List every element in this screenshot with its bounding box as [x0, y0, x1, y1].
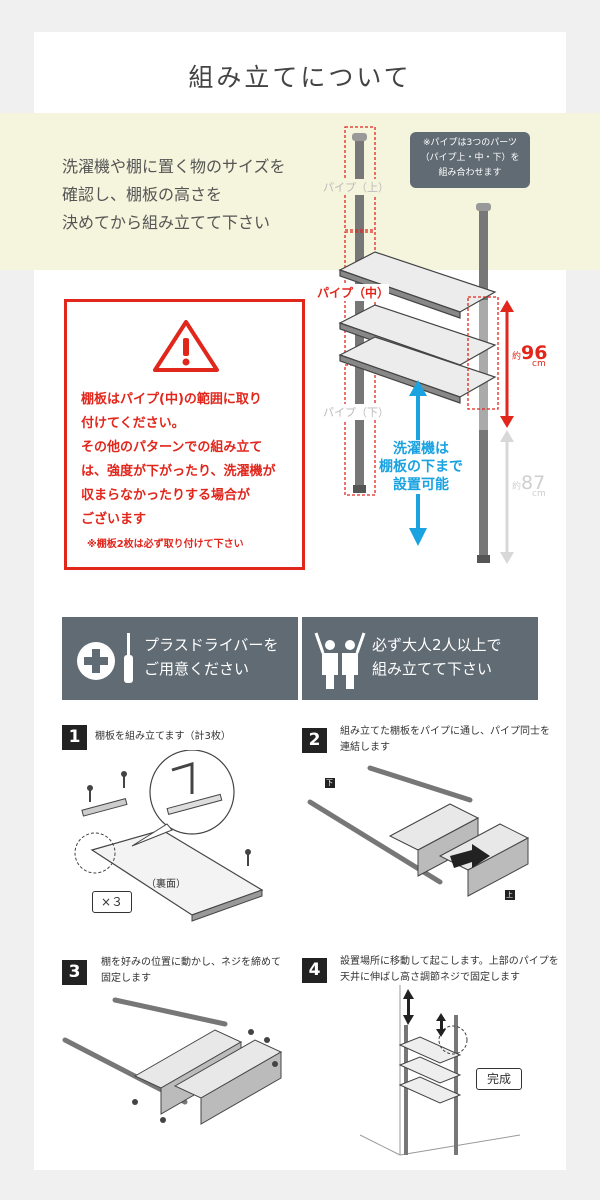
height-87-label: 約87 cm	[512, 472, 546, 499]
tool-box-two-people: 必ず大人2人以上で 組み立てて下さい	[302, 617, 538, 700]
pipe-middle-label: パイプ（中）	[317, 284, 390, 301]
pipe-note-line: ※パイプは3つのパーツ	[422, 138, 518, 148]
tool-text-two-people: 必ず大人2人以上で 組み立てて下さい	[372, 633, 502, 681]
step-4-done-box: 完成	[476, 1068, 522, 1090]
step-3-illustration	[62, 997, 283, 1125]
intro-line: 確認し、棚板の高さを	[62, 185, 223, 204]
step-3-text: 棚を好みの位置に動かし、ネジを締めて 固定します	[101, 955, 281, 987]
tool-line: 必ず大人2人以上で	[372, 636, 502, 654]
step-4-line: 天井に伸ばし高さ調節ネジで固定します	[340, 972, 520, 983]
pipe-note-badge: ※パイプは3つのパーツ （パイプ上・中・下）を 組み合わせます	[410, 132, 530, 188]
step-4-line: 設置場所に移動して起こします。上部のパイプを	[340, 956, 559, 967]
pipe-upper-outline	[344, 126, 376, 231]
height-96-arrow	[500, 300, 514, 428]
washer-text: 洗濯機は 棚板の下まで 設置可能	[376, 440, 466, 494]
step-2-text: 組み立てた棚板をパイプに通し、パイプ同士を 連結します	[340, 724, 550, 756]
step-4-illustration	[360, 985, 521, 1156]
right-pipe-outline	[467, 296, 499, 410]
step-1-count-box: ×３	[92, 891, 132, 913]
washer-line: 設置可能	[393, 477, 449, 493]
rack-diagram	[338, 126, 514, 564]
shelves	[338, 251, 497, 404]
step-2-line: 組み立てた棚板をパイプに通し、パイプ同士を	[340, 726, 550, 737]
warning-line: その他のパターンでの組み立て	[81, 440, 263, 455]
warning-box: 棚板はパイプ(中)の範囲に取り 付けてください。 その他のパターンでの組み立て …	[64, 299, 305, 570]
height-87-unit: cm	[532, 489, 546, 499]
washer-line: 棚板の下まで	[379, 459, 463, 475]
warning-line: 付けてください。	[81, 416, 185, 431]
two-people-icon	[314, 632, 366, 689]
step-1-number: 1	[62, 725, 87, 750]
tool-box-screwdriver: プラスドライバーを ご用意ください	[62, 617, 298, 700]
step-3-line: 棚を好みの位置に動かし、ネジを締めて	[101, 957, 281, 968]
warning-line: 棚板はパイプ(中)の範囲に取り	[81, 392, 262, 407]
height-96-unit: cm	[532, 359, 546, 369]
step-3-number: 3	[62, 960, 87, 985]
warning-text: 棚板はパイプ(中)の範囲に取り 付けてください。 その他のパターンでの組み立て …	[81, 388, 301, 532]
screwdriver-icon	[77, 633, 133, 683]
step-1-illustration	[74, 750, 264, 922]
tool-text-screwdriver: プラスドライバーを ご用意ください	[144, 633, 278, 681]
pipe-lower-label: パイプ（下）	[323, 404, 389, 420]
step-1-text: 棚板を組み立てます（計3枚）	[95, 731, 231, 742]
step-2-number: 2	[302, 728, 327, 753]
step-1-back-label: （裏面）	[146, 879, 186, 890]
warning-line: は、強度が下がったり、洗濯機が	[81, 464, 276, 479]
warning-icon	[153, 320, 219, 372]
warning-note: ※棚板2枚は必ず取り付けて下さい	[87, 539, 244, 550]
height-96-label: 約96 cm	[512, 342, 547, 369]
pipe-note-line: （パイプ上・中・下）を	[420, 153, 520, 163]
warning-line: 収まらなかったりする場合が	[81, 488, 251, 503]
tool-line: 組み立てて下さい	[372, 660, 493, 678]
intro-line: 決めてから組み立てて下さい	[62, 213, 271, 232]
step-4-number: 4	[302, 958, 327, 983]
intro-line: 洗濯機や棚に置く物のサイズを	[62, 157, 286, 176]
pipe-note-line: 組み合わせます	[438, 168, 502, 178]
step-2-top-label: 上	[506, 891, 513, 899]
height-87-value: 87	[521, 472, 546, 494]
step-2-illustration	[307, 765, 530, 900]
intro-text: 洗濯機や棚に置く物のサイズを 確認し、棚板の高さを 決めてから組み立てて下さい	[62, 153, 286, 237]
page-title: 組み立てについて	[188, 63, 412, 92]
step-4-text: 設置場所に移動して起こします。上部のパイプを 天井に伸ばし高さ調節ネジで固定しま…	[340, 954, 559, 986]
step-2-line: 連結します	[340, 742, 390, 753]
warning-line: ございます	[81, 512, 147, 527]
step-3-line: 固定します	[101, 973, 151, 984]
right-pipe	[476, 203, 491, 563]
height-87-prefix: 約	[512, 482, 522, 492]
tool-line: ご用意ください	[144, 660, 250, 678]
height-87-arrow	[500, 430, 514, 564]
height-96-value: 96	[521, 342, 548, 364]
height-96-prefix: 約	[512, 352, 522, 362]
tool-line: プラスドライバーを	[144, 636, 279, 654]
washer-line: 洗濯機は	[393, 441, 449, 457]
step-2-bottom-label: 下	[326, 779, 333, 787]
pipe-upper-label: パイプ（上）	[323, 179, 389, 195]
